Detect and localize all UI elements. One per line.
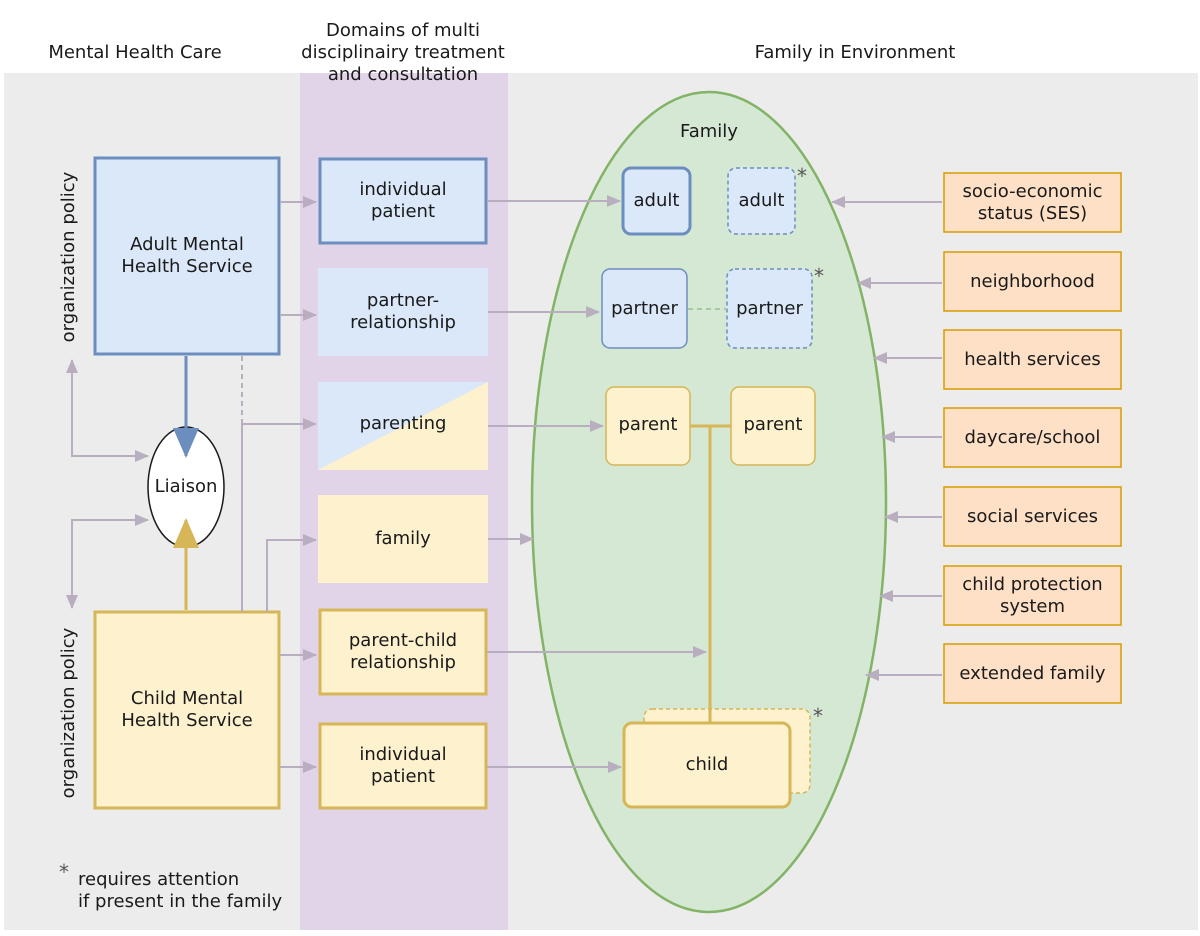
- env-label-3: daycare/school: [964, 426, 1101, 448]
- env-box-6: [943, 643, 1122, 704]
- env-box-0: [943, 172, 1122, 233]
- env-label-1: neighborhood: [970, 270, 1095, 292]
- policy-bottom-connector: [71, 514, 149, 590]
- legend-star: *: [59, 860, 69, 884]
- organization-policy-bottom: organization policy: [58, 627, 79, 799]
- family-title: Family: [680, 121, 738, 142]
- parent-right-label: parent: [743, 414, 803, 435]
- env-label-4: social services: [967, 505, 1098, 527]
- star-child: *: [813, 704, 823, 728]
- env-box-4: [943, 486, 1122, 547]
- domain-label-partner-relationship: partner- relationship: [350, 290, 456, 333]
- star-partner: *: [814, 264, 824, 288]
- legend-text: requires attention if present in the fam…: [78, 869, 283, 912]
- adult-left-box: [621, 166, 692, 236]
- env-label-6: extended family: [959, 662, 1106, 684]
- child-box: [622, 721, 792, 809]
- domain-label-parent-child: parent-child relationship: [348, 630, 458, 673]
- env-box-1: [943, 251, 1122, 312]
- env-label-0: socio-economic status (SES): [962, 180, 1103, 224]
- organization-policy-top: organization policy: [58, 171, 79, 343]
- domain-label-individual-child: individual patient: [359, 744, 447, 787]
- env-label-2: health services: [964, 348, 1101, 370]
- header-mental-health-care: Mental Health Care: [48, 42, 222, 63]
- domain-partner-relationship: [318, 268, 488, 356]
- domain-label-family: family: [375, 528, 431, 549]
- adult-right-box: [727, 167, 796, 235]
- header-domains: Domains of multi disciplinairy treatment…: [301, 20, 505, 85]
- arrow-child-to-parenting: [241, 418, 317, 612]
- domain-parenting-yellow: [318, 382, 488, 470]
- domain-parent-child-relationship: [318, 608, 488, 696]
- star-adult: *: [797, 164, 807, 188]
- domain-individual-patient-adult: [318, 157, 488, 245]
- domain-family: [318, 495, 488, 583]
- env-box-2: [943, 329, 1122, 390]
- child-service-label: Child Mental Health Service: [121, 688, 253, 731]
- domain-label-individual-adult: individual patient: [359, 179, 447, 222]
- partner-left-box: [601, 268, 688, 349]
- adult-service-box: [93, 156, 281, 356]
- adult-left-label: adult: [633, 190, 680, 211]
- child-label: child: [685, 754, 729, 775]
- parent-left-label: parent: [618, 414, 678, 435]
- env-box-5: [943, 565, 1122, 626]
- env-label-5: child protection system: [962, 573, 1103, 617]
- liaison-label: Liaison: [154, 476, 218, 497]
- adult-service-label: Adult Mental Health Service: [121, 234, 253, 277]
- domain-label-parenting: parenting: [359, 413, 447, 434]
- header-family-environment: Family in Environment: [754, 42, 956, 63]
- arrow-child-to-family: [266, 534, 317, 612]
- child-service-box: [93, 610, 281, 810]
- partner-right-label: partner: [736, 297, 803, 319]
- policy-top-connector: [71, 380, 149, 462]
- partner-left-label: partner: [611, 297, 678, 319]
- domain-individual-patient-child: [318, 722, 488, 810]
- env-box-3: [943, 407, 1122, 468]
- adult-right-label: adult: [738, 190, 785, 211]
